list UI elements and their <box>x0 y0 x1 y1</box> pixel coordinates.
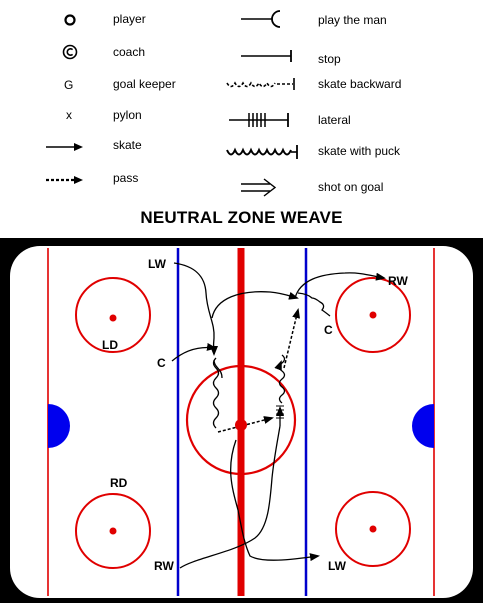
puck <box>235 419 247 431</box>
c-right-skate-path <box>274 360 282 371</box>
label-rw-top: RW <box>388 274 408 288</box>
faceoff-circle-bottom-right <box>335 491 411 567</box>
legend-label-coach: coach <box>113 45 146 59</box>
legend-label-player: player <box>113 12 146 26</box>
skate-backward-icon <box>226 78 295 90</box>
legend-coach: coach <box>60 44 210 64</box>
legend-label-goal-keeper: goal keeper <box>113 77 176 91</box>
lw-wide-skate-path <box>230 439 320 562</box>
faceoff-circle-top-left <box>75 277 151 353</box>
legend-shot-on-goal: shot on goal <box>240 178 440 198</box>
play-the-man-icon <box>241 10 281 28</box>
skate-with-puck-icon <box>226 145 298 159</box>
pass-arrow-icon <box>46 176 83 184</box>
legend-skate-backward: skate backward <box>225 76 445 96</box>
drill-title: NEUTRAL ZONE WEAVE <box>140 208 343 227</box>
legend-skate: skate <box>45 138 215 158</box>
player-symbol <box>64 14 76 26</box>
rw-top-skate-path <box>294 272 386 299</box>
lw-puck-carry-path <box>212 357 220 429</box>
label-rw-bottom: RW <box>154 559 174 573</box>
center-circle <box>185 364 297 476</box>
pylon-symbol: x <box>66 108 72 122</box>
legend-stop: stop <box>240 48 440 68</box>
faceoff-dot-bottom-right <box>369 525 377 533</box>
legend-label-lateral: lateral <box>318 113 351 127</box>
legend-label-play-the-man: play the man <box>318 13 387 27</box>
legend-label-pass: pass <box>113 171 139 185</box>
faceoff-dot-top-right <box>369 311 377 319</box>
skate-arrow-icon <box>46 143 83 151</box>
legend-player: player <box>60 12 210 32</box>
goal-crease-right <box>412 404 434 448</box>
label-ld: LD <box>102 338 118 352</box>
legend-label-skate: skate <box>113 138 142 152</box>
hockey-rink: LW RW LD C C RD RW LW <box>0 238 483 603</box>
shot-on-goal-icon <box>241 178 277 197</box>
legend-label-stop: stop <box>318 52 341 66</box>
center-top-skate-path <box>211 291 299 319</box>
lateral-icon <box>229 113 289 127</box>
faceoff-dot-top-left <box>109 314 117 322</box>
c-left-skate-path <box>171 342 217 362</box>
legend-label-shot-on-goal: shot on goal <box>318 180 384 194</box>
faceoff-dot-bottom-left <box>109 527 117 535</box>
legend-play-the-man: play the man <box>240 8 440 28</box>
label-lw-bottom: LW <box>328 559 347 573</box>
legend-label-skate-with-puck: skate with puck <box>318 144 401 158</box>
label-c-left: C <box>157 356 166 370</box>
faceoff-circle-bottom-left <box>75 493 151 569</box>
faceoff-circle-top-right <box>335 277 411 353</box>
coach-symbol <box>62 44 78 60</box>
c-weave-path <box>297 292 331 317</box>
label-c-right: C <box>324 323 333 337</box>
c-left-curl-path <box>213 359 223 379</box>
goal-crease-left <box>48 404 70 448</box>
legend-pass: pass <box>45 170 215 190</box>
rw-bottom-skate-path <box>179 425 281 569</box>
legend-goal-keeper: G goal keeper <box>60 76 230 96</box>
legend-pylon: x pylon <box>60 108 210 128</box>
lateral-ticks <box>276 405 284 419</box>
legend-skate-with-puck: skate with puck <box>225 142 445 162</box>
label-lw-top: LW <box>148 257 167 271</box>
stop-icon <box>241 50 292 62</box>
legend-label-pylon: pylon <box>113 108 142 122</box>
legend-lateral: lateral <box>228 110 428 130</box>
goal-keeper-symbol: G <box>64 78 74 92</box>
label-rd: RD <box>110 476 128 490</box>
legend-label-skate-backward: skate backward <box>318 77 402 91</box>
c-right-puck-carry-path <box>278 354 286 404</box>
